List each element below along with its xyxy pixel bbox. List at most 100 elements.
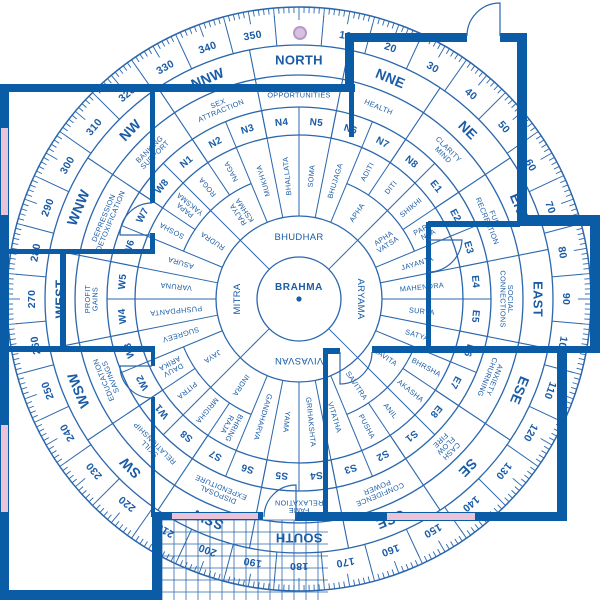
zone-label: SEXATTRACTION [194,90,246,124]
degree-tick [127,62,132,68]
degree-tick [405,28,409,34]
deity-label: PUSHPDANTA [150,304,203,318]
degree-tick [504,497,510,503]
deity-label: PUSHA [357,413,377,441]
degree-tick [540,152,553,160]
label-line: SOSHA [158,220,186,241]
degree-tick [103,511,108,517]
corner-divider [210,210,241,241]
inner-divider [239,239,270,270]
label-line: 190 [243,555,263,570]
degree-tick [576,227,583,231]
wall [517,33,527,225]
label-line: BHUDHAR [274,232,323,243]
degree-tick [470,527,476,533]
degree-tick [131,59,138,68]
pada-label: S3 [343,461,359,475]
degree-tick [382,19,385,26]
degree-tick [122,527,128,533]
degree-tick [118,524,124,530]
deity-divider [147,330,223,363]
degree-divider [97,478,120,501]
degree-tick [107,78,112,84]
degree-tick [30,184,36,188]
label-line: CONNECTIONS [499,270,508,327]
degree-tick [222,16,227,26]
label-line: E8 [427,403,444,420]
degree-tick [170,36,175,43]
label-line: S1 [403,427,420,444]
degree-tick [179,560,184,566]
degree-tick [445,48,450,55]
label-line: W5 [117,273,129,290]
center-point [296,296,302,302]
degree-tick [530,466,536,471]
degree-tick [198,24,204,37]
deity-label: VARUNA [160,281,192,293]
degree-tick [34,175,43,180]
wall [8,346,155,352]
degree-tick [466,530,471,536]
degree-tick [460,530,467,539]
deity-label: GRIHAKSHTA [304,397,318,448]
degree-divider [364,544,373,574]
degree-tick [428,553,432,560]
wall [345,33,354,91]
door-swing-icon [466,2,501,37]
degree-tick [367,576,371,583]
pada-divider [225,121,237,148]
degree-tick [437,43,441,50]
degree-tick [438,540,446,553]
degree-tick [358,578,361,585]
label-line: GRIHAKSHTA [304,397,318,448]
degree-tick [32,179,38,184]
pada-divider [191,139,209,163]
pada-divider [162,414,184,436]
degree-tick [262,582,265,589]
degree-tick [16,371,26,376]
pada-divider [330,110,337,139]
label-line: N8 [403,154,420,171]
pada-divider [225,450,237,477]
deity-label: MUKHYA [254,164,272,198]
degree-tick [85,493,91,499]
degree-tick [237,13,240,20]
label-line: N2 [207,135,224,151]
degree-tick [362,577,366,584]
degree-label: 290 [39,197,57,218]
degree-label: 220 [116,493,138,514]
wall [0,84,355,92]
label-line: ARYAMA [355,278,366,319]
deity-divider [380,266,460,284]
degree-divider [24,225,54,234]
degree-tick [193,565,197,572]
degree-tick [161,40,166,47]
deity-divider [182,182,211,211]
degree-tick [68,474,74,480]
degree-tick [232,14,236,21]
degree-tick [511,490,517,495]
degree-tick [582,338,589,341]
degree-tick [152,45,160,58]
label-line: YAMA [281,411,292,433]
degree-label: 80 [555,246,569,260]
label-line: 230 [84,460,105,482]
degree-tick [118,68,124,74]
degree-tick [343,581,346,588]
degree-tick [24,394,37,400]
deity-label: GANDHARVA [252,393,275,442]
floor-grid [161,519,328,600]
wall [152,512,162,600]
degree-tick [218,573,221,580]
degree-tick [10,343,17,346]
degree-tick [38,428,45,432]
degree-tick [490,81,495,87]
degree-tick [577,362,584,366]
degree-tick [26,401,33,405]
label-line: NAGA [222,160,240,184]
deity-label: ROGA [197,176,218,199]
wall [590,215,600,353]
degree-tick [362,14,366,21]
degree-divider [405,528,420,557]
label-line: 140 [460,493,482,514]
